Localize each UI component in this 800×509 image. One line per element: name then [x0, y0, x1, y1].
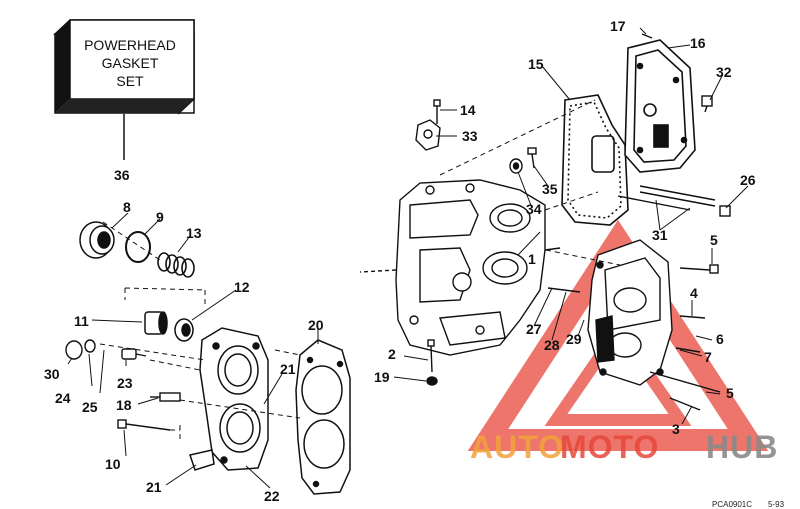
callout-32: 32	[716, 64, 732, 80]
callout-22: 22	[264, 488, 280, 504]
seal-12	[174, 318, 194, 342]
cover-gasket-15	[561, 94, 629, 226]
fitting-30-24	[65, 339, 96, 360]
callout-17: 17	[610, 18, 626, 34]
callout-18: 18	[116, 397, 132, 413]
cylinder-assembly-right	[587, 239, 673, 386]
callout-numbers: 1 2 3 4 5 5 6 7 8 9 10 11 12 13 14 15 16…	[44, 18, 756, 504]
screw-35	[527, 147, 537, 169]
callout-9: 9	[156, 209, 164, 225]
callout-11: 11	[74, 313, 89, 329]
washer-34	[509, 158, 523, 174]
callout-28: 28	[544, 337, 560, 353]
callout-25: 25	[82, 399, 98, 415]
callout-14: 14	[460, 102, 476, 118]
watermark-text: AUTO MOTO HUB	[470, 429, 778, 465]
bracket-33	[415, 119, 441, 151]
bushing-11	[144, 311, 168, 335]
callout-21-upper: 21	[280, 361, 296, 377]
callout-20: 20	[308, 317, 324, 333]
callout-2: 2	[388, 346, 396, 362]
watermark-hub: HUB	[706, 429, 778, 465]
callout-31: 31	[652, 227, 668, 243]
leader-lines	[67, 27, 749, 489]
callout-33: 33	[462, 128, 478, 144]
kit-title-line-1: POWERHEAD	[84, 37, 176, 53]
callout-8: 8	[123, 199, 131, 215]
figure-code: PCA0901C	[712, 500, 752, 509]
callout-19: 19	[374, 369, 390, 385]
callout-21-lower: 21	[146, 479, 162, 495]
kit-title-line-3: SET	[116, 73, 144, 89]
callout-34: 34	[526, 201, 542, 217]
callout-3: 3	[672, 421, 680, 437]
kit-title-line-2: GASKET	[102, 55, 159, 71]
clip-26	[719, 205, 731, 217]
alignment-lines	[99, 99, 621, 440]
figure-reference: PCA0901C 5-93	[712, 500, 785, 509]
watermark-moto: MOTO	[560, 429, 659, 465]
cover-plate-16	[624, 39, 696, 173]
sensor-18	[150, 392, 181, 402]
callout-10: 10	[105, 456, 121, 472]
plug-32	[701, 95, 713, 113]
callout-13: 13	[186, 225, 202, 241]
callout-36: 36	[114, 167, 130, 183]
callout-6: 6	[716, 331, 724, 347]
callout-1: 1	[528, 251, 536, 267]
bearing-13	[157, 252, 195, 278]
o-ring-9	[125, 231, 151, 263]
callout-24: 24	[55, 390, 71, 406]
bolt-10	[117, 419, 171, 431]
callout-12: 12	[234, 279, 250, 295]
callout-23: 23	[117, 375, 133, 391]
crankcase-block	[359, 179, 561, 356]
bolt-14	[433, 99, 441, 124]
exhaust-gasket-20	[295, 339, 351, 495]
valve-23	[121, 348, 147, 360]
callout-29: 29	[566, 331, 582, 347]
seal-8	[79, 221, 115, 259]
pin-17	[641, 33, 653, 39]
callout-4: 4	[690, 285, 698, 301]
exhaust-cover-22	[189, 327, 269, 471]
callout-26: 26	[740, 172, 756, 188]
callout-27: 27	[526, 321, 542, 337]
callout-15: 15	[528, 56, 544, 72]
bolt-2	[427, 339, 435, 373]
nut-19	[426, 376, 438, 386]
figure-date: 5-93	[768, 500, 785, 509]
bolts-right	[547, 264, 721, 411]
watermark-auto: AUTO	[470, 429, 564, 465]
callout-30: 30	[44, 366, 60, 382]
callout-35: 35	[542, 181, 558, 197]
callout-5-lower: 5	[726, 385, 734, 401]
dowels-31	[617, 185, 716, 211]
callout-7: 7	[704, 349, 712, 365]
gasket-set-box: POWERHEAD GASKET SET	[53, 19, 195, 160]
callout-5-upper: 5	[710, 232, 718, 248]
callout-16: 16	[690, 35, 706, 51]
